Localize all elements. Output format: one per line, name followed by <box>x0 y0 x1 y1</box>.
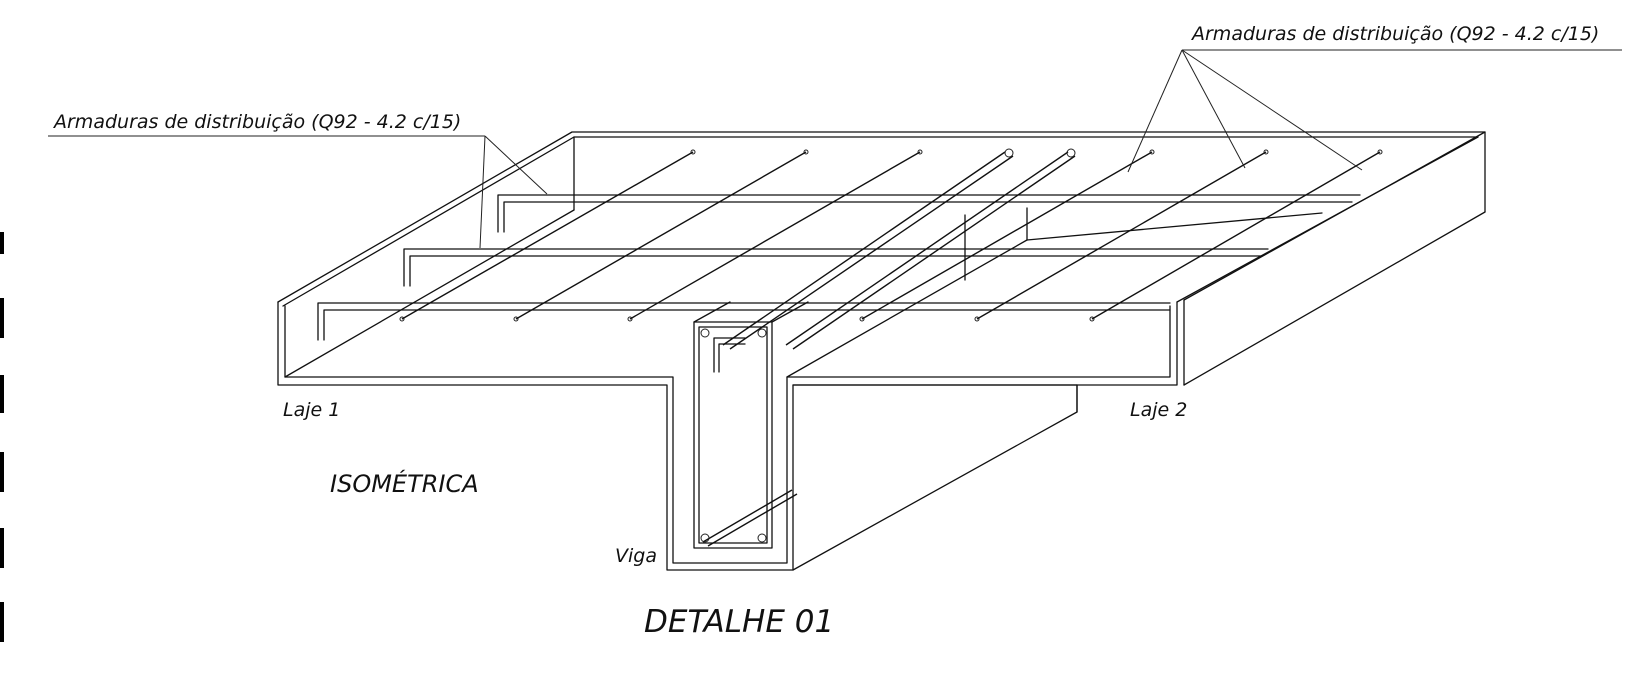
label-detail-title: DETALHE 01 <box>644 604 834 640</box>
top-hooked-bars <box>317 194 1361 341</box>
distribution-bars <box>399 148 1383 547</box>
label-rebar-right: Armaduras de distribuição (Q92 - 4.2 c/1… <box>1190 23 1599 45</box>
beam-stirrup <box>693 301 809 549</box>
leader-lines <box>48 49 1622 249</box>
label-rebar-left: Armaduras de distribuição (Q92 - 4.2 c/1… <box>52 111 461 133</box>
left-margin-marks <box>0 232 4 642</box>
label-slab-1: Laje 1 <box>283 399 340 421</box>
label-slab-2: Laje 2 <box>1130 399 1187 421</box>
slab-structure <box>277 131 1486 571</box>
label-beam: Viga <box>615 545 657 567</box>
label-view-name: ISOMÉTRICA <box>330 469 479 498</box>
